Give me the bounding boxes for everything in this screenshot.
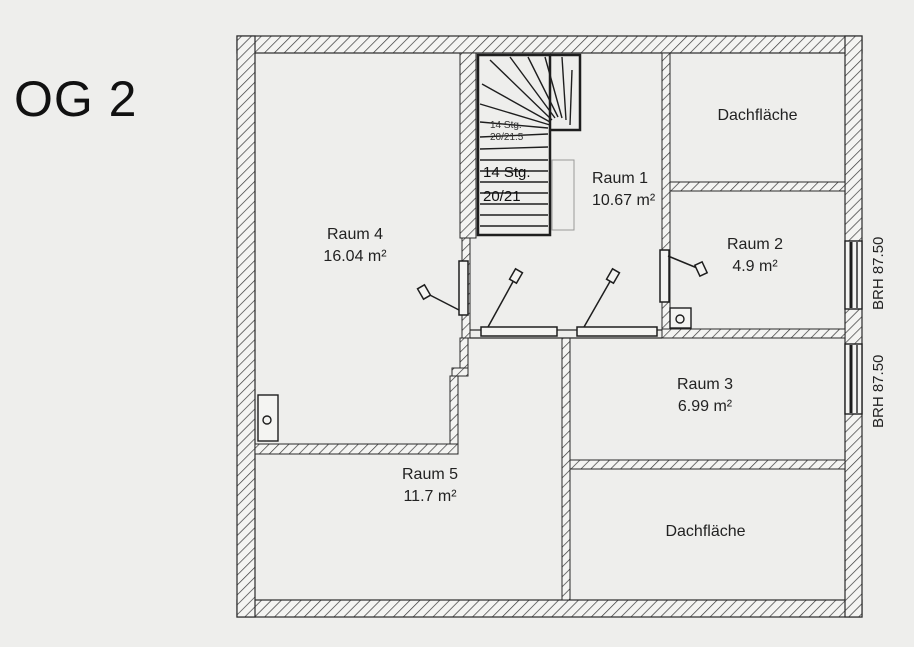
room-area: 10.67 m² xyxy=(592,192,656,209)
room-raum-5-label: Raum 5 11.7 m² xyxy=(380,464,480,508)
room-area: 6.99 m² xyxy=(677,398,733,415)
room-name: Dachfläche xyxy=(717,107,798,124)
room-area: 4.9 m² xyxy=(732,258,778,275)
interior-walls xyxy=(254,52,846,601)
outer-walls xyxy=(236,35,863,618)
room-name: Raum 1 xyxy=(592,170,649,187)
window-brh-upper: BRH 87.50 xyxy=(870,236,887,310)
room-name: Raum 3 xyxy=(676,376,734,393)
stair-steps-label: 14 Stg. 20/21 xyxy=(483,163,531,207)
room-raum-4-label: Raum 4 16.04 m² xyxy=(305,224,405,268)
room-name: Raum 2 xyxy=(726,236,784,253)
room-area: 16.04 m² xyxy=(323,248,387,265)
stair-small-ratio: 20/21.5 xyxy=(490,132,524,143)
stair-small-label: 14 Stg. 20/21.5 xyxy=(490,120,523,144)
stair-steps: 14 Stg. xyxy=(483,164,531,181)
room-raum-2-label: Raum 2 4.9 m² xyxy=(710,234,800,278)
doors xyxy=(416,249,709,337)
windows xyxy=(844,240,863,415)
staircase xyxy=(476,53,582,237)
room-name: Raum 4 xyxy=(326,226,384,243)
chimneys xyxy=(257,307,692,442)
room-dachflaeche-top-label: Dachfläche xyxy=(700,105,815,127)
room-raum-3-label: Raum 3 6.99 m² xyxy=(660,374,750,418)
room-area: 11.7 m² xyxy=(403,488,457,505)
room-dachflaeche-bottom-label: Dachfläche xyxy=(648,521,763,543)
floor-title: OG 2 xyxy=(14,71,138,127)
stair-small-steps: 14 Stg. xyxy=(490,120,522,131)
stair-ratio: 20/21 xyxy=(483,188,521,205)
room-name: Dachfläche xyxy=(665,523,746,540)
room-raum-1-label: Raum 1 10.67 m² xyxy=(578,168,678,212)
room-name: Raum 5 xyxy=(401,466,459,483)
window-brh-lower: BRH 87.50 xyxy=(870,354,887,428)
